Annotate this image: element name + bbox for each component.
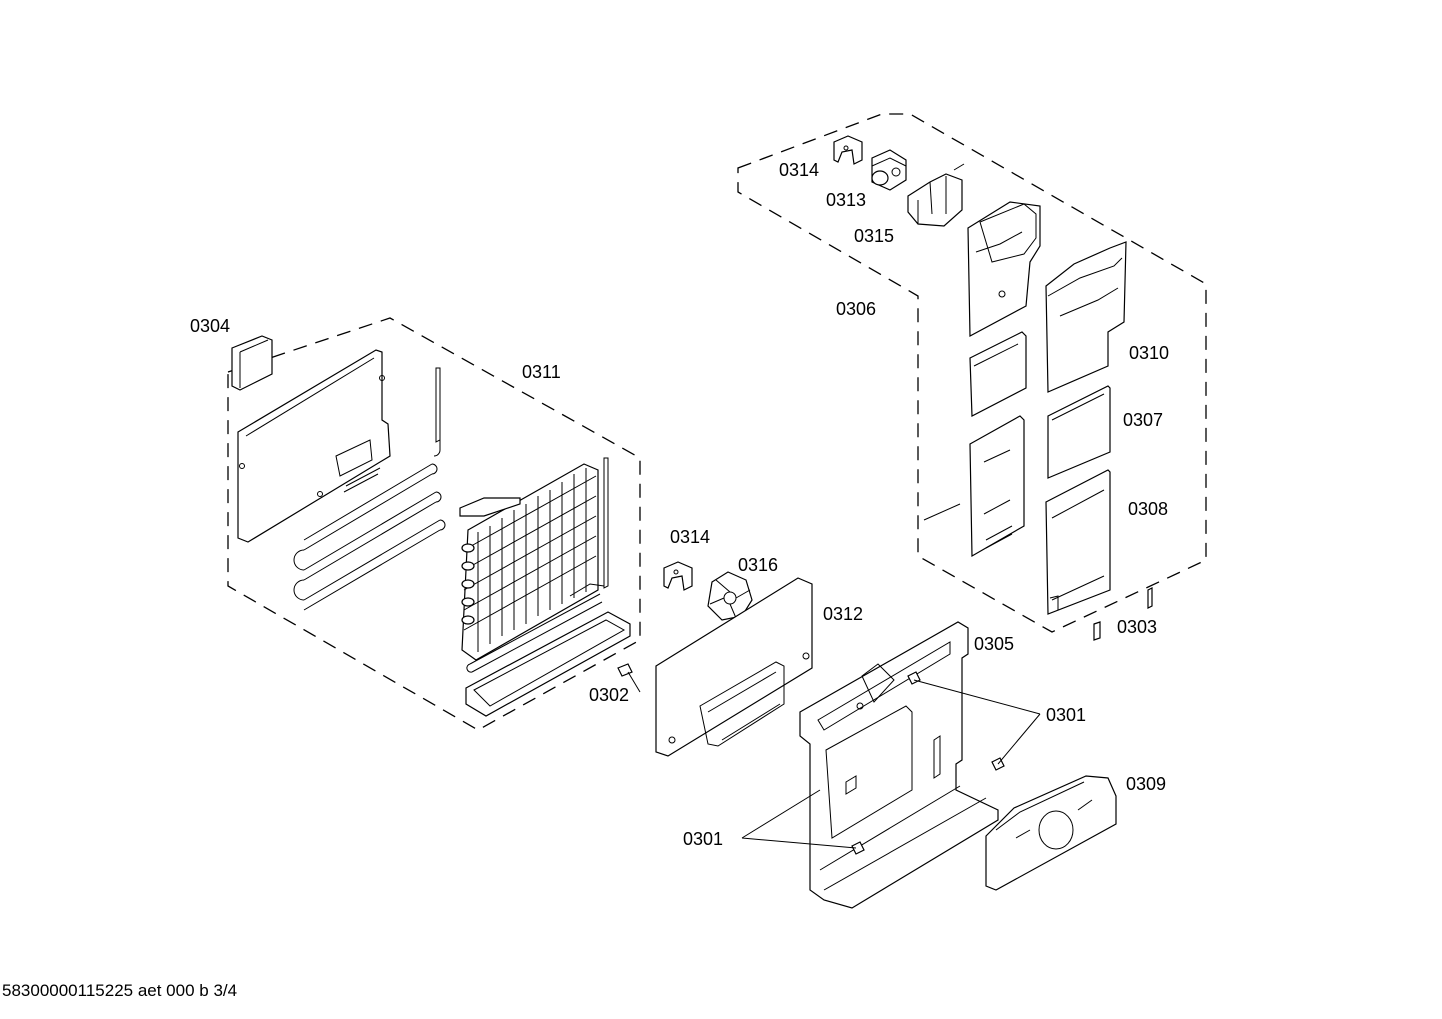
part-0313-sensor [871,149,907,191]
part-evaporator [459,457,609,661]
part-0306-air-duct [923,201,1041,558]
part-0314-clip-upper [833,135,863,165]
leader-lines-0301 [741,679,1041,849]
part-0307-middle-panel [1047,385,1111,479]
label-0301-right: 0301 [1046,705,1086,725]
part-0315-damper [907,163,965,227]
group-boundary-left [227,317,641,731]
label-0308: 0308 [1128,499,1168,519]
group-boundary-upper-right [737,113,1207,633]
label-0306: 0306 [836,299,876,319]
part-drip-tray [465,593,631,717]
document-footer-id: 58300000115225 aet 000 b 3/4 [2,981,238,1000]
part-0304-cover [231,335,273,391]
label-0311: 0311 [522,362,561,382]
label-0314-upper: 0314 [779,160,819,180]
label-0309: 0309 [1126,774,1166,794]
label-0304: 0304 [190,316,230,336]
part-0312-fan-cover [655,577,813,757]
label-0312: 0312 [823,604,863,624]
part-0311-condenser-coils [293,368,446,611]
part-0316-fan [707,571,753,621]
part-0308-lower-panel [1045,469,1111,615]
label-0302: 0302 [589,685,629,705]
leader-line-0302 [627,671,641,693]
label-0313: 0313 [826,190,866,210]
label-0301-left: 0301 [683,829,723,849]
part-0311-rear-panel [237,349,441,543]
label-0307: 0307 [1123,410,1163,430]
label-0310: 0310 [1129,343,1169,363]
label-0315: 0315 [854,226,894,246]
label-0303: 0303 [1117,617,1157,637]
part-0309-front-cover [985,775,1117,891]
part-0310-top-cover [1045,241,1127,393]
part-0314-clip-middle [663,561,693,591]
label-0314-middle: 0314 [670,527,710,547]
part-0305-frame [799,621,999,909]
part-0303-small-clips [1093,587,1153,641]
label-0316: 0316 [738,555,778,575]
label-0305: 0305 [974,634,1014,654]
